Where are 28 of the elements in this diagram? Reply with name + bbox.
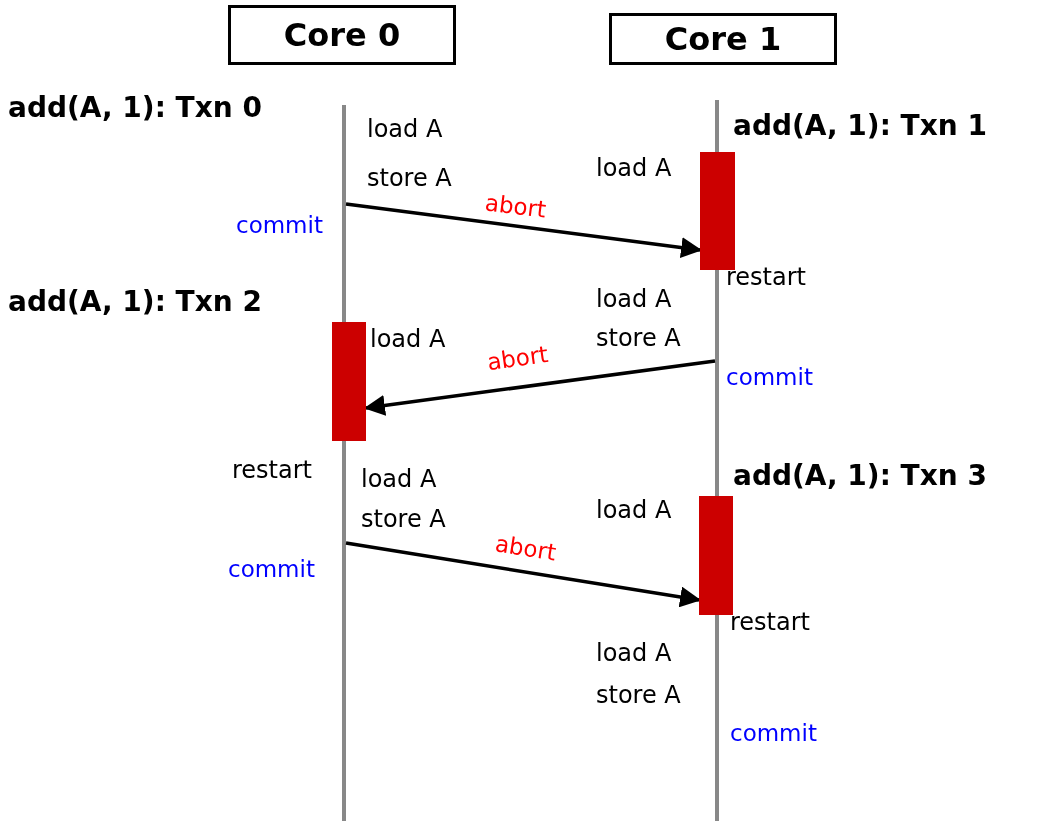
operation-label: load A: [596, 286, 672, 314]
commit-label: commit: [236, 212, 323, 239]
core-box: [609, 13, 837, 65]
transaction-bar: [699, 496, 733, 615]
operation-label: load A: [367, 116, 443, 144]
transaction-heading: add(A, 1): Txn 0: [8, 92, 262, 125]
operation-label: load A: [596, 155, 672, 183]
commit-label: commit: [726, 364, 813, 391]
operation-label: load A: [596, 497, 672, 525]
operation-label: store A: [596, 325, 681, 353]
operation-label: restart: [726, 264, 806, 292]
operation-label: restart: [232, 457, 312, 485]
operation-label: load A: [370, 326, 446, 354]
transaction-heading: add(A, 1): Txn 3: [733, 460, 987, 493]
transaction-bar: [332, 322, 366, 441]
operation-label: restart: [730, 609, 810, 637]
operation-label: store A: [596, 682, 681, 710]
operation-label: load A: [596, 640, 672, 668]
core-label: Core 0: [283, 16, 401, 54]
operation-label: store A: [361, 506, 446, 534]
transaction-heading: add(A, 1): Txn 1: [733, 110, 987, 143]
operation-label: load A: [361, 466, 437, 494]
operation-label: store A: [367, 165, 452, 193]
commit-label: commit: [730, 720, 817, 747]
transaction-heading: add(A, 1): Txn 2: [8, 286, 262, 319]
commit-label: commit: [228, 556, 315, 583]
core-box: [228, 5, 456, 65]
core-label: Core 1: [664, 20, 782, 58]
